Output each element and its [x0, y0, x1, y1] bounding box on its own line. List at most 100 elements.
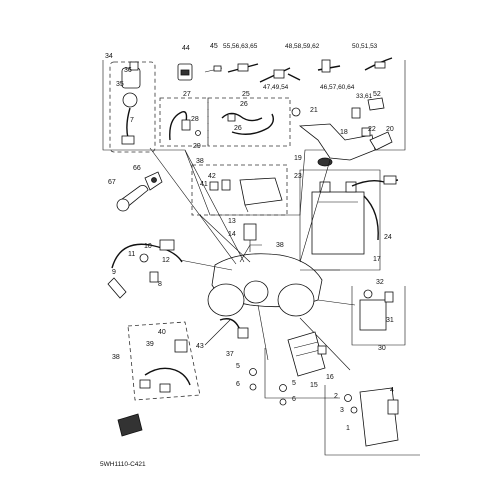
rectifier-frame	[351, 286, 406, 346]
key	[129, 61, 139, 71]
part-20	[369, 131, 393, 151]
callout-20: 20	[386, 126, 394, 133]
callout-6-right: 6	[292, 396, 296, 403]
guide-8	[257, 304, 269, 361]
atv-silhouette	[207, 244, 323, 317]
callout-17: 17	[373, 256, 381, 263]
callout-41: 41	[200, 181, 208, 188]
callout-24: 24	[384, 234, 392, 241]
callout-45: 45	[210, 43, 218, 50]
callout-33-61: 33,61	[356, 93, 373, 100]
guide-2	[184, 149, 245, 263]
cdi-frame	[264, 348, 340, 399]
battery-terminal-pos	[345, 181, 357, 193]
part-37-group	[219, 318, 249, 339]
sensor-body	[243, 223, 257, 241]
callout-6-left: 6	[236, 381, 240, 388]
band-55-head	[237, 63, 249, 72]
diagram-code: 5WH1110-C421	[100, 461, 146, 468]
callout-19: 19	[294, 155, 302, 162]
callout-13: 13	[228, 218, 236, 225]
cdi-group	[264, 331, 340, 399]
fwd-arrow-icon	[117, 413, 143, 437]
unit-38-lead	[244, 204, 249, 213]
sensor-13	[243, 223, 257, 252]
bolt-8	[149, 271, 159, 283]
battery-17	[311, 191, 365, 255]
callout-67: 67	[108, 179, 116, 186]
callout-52: 52	[373, 91, 381, 98]
callout-3: 3	[340, 407, 344, 414]
part-37	[237, 327, 249, 339]
callout-21: 21	[310, 107, 318, 114]
callout-42: 42	[208, 173, 216, 180]
lead-26a	[221, 112, 263, 122]
callout-30: 30	[378, 345, 386, 352]
callout-2: 2	[334, 393, 338, 400]
callout-26-upper: 26	[240, 101, 248, 108]
bolt-6a	[249, 383, 257, 391]
callout-46-57-60-64: 46,57,60,64	[320, 84, 355, 91]
bolt-29	[195, 130, 201, 136]
callout-48-58-59-62: 48,58,59,62	[285, 43, 320, 50]
callout-37: 37	[226, 351, 234, 358]
callout-66: 66	[133, 165, 141, 172]
part-33	[351, 107, 361, 119]
part-16	[317, 345, 327, 355]
callout-35: 35	[116, 81, 124, 88]
ecu-group	[191, 164, 288, 216]
box-27	[159, 97, 209, 147]
bracket-group	[291, 97, 393, 167]
coil-group	[159, 97, 291, 147]
connector-39	[139, 379, 151, 389]
module-1	[359, 387, 399, 447]
bolt-22	[361, 127, 371, 137]
callout-23: 23	[294, 173, 302, 180]
lead-28	[169, 111, 188, 141]
rectifier-31	[359, 299, 387, 331]
callout-28: 28	[191, 116, 199, 123]
switch-connector	[121, 135, 135, 145]
bolt-2	[344, 394, 352, 402]
callout-1: 1	[346, 425, 350, 432]
battery-terminal-neg	[319, 181, 331, 193]
callout-5-right: 5	[292, 380, 296, 387]
callout-36: 36	[124, 67, 132, 74]
part-12	[159, 239, 175, 251]
harness-wire	[144, 367, 191, 386]
bracket-18	[298, 123, 376, 161]
callout-18: 18	[340, 129, 348, 136]
box-38	[191, 164, 288, 216]
front-wheel-left	[207, 283, 245, 317]
fuse-holder-slot	[180, 69, 190, 76]
relay-52	[367, 97, 385, 111]
wire-harness	[111, 243, 183, 269]
callout-8: 8	[158, 281, 162, 288]
box-38-lower	[127, 321, 201, 401]
left-wire-group	[107, 239, 183, 299]
lead-37	[219, 318, 241, 331]
callout-38-middle: 38	[276, 242, 284, 249]
cap-28	[181, 119, 191, 131]
clamp-50-head	[374, 61, 386, 69]
callout-26-lower: 26	[234, 125, 242, 132]
guide-3	[199, 214, 251, 263]
box-25	[207, 97, 291, 147]
harness-group	[127, 321, 201, 401]
cdi-fin-1	[293, 341, 319, 349]
part-41	[209, 181, 219, 191]
callout-32: 32	[376, 279, 384, 286]
lead-26b	[231, 113, 275, 135]
callout-5-left: 5	[236, 363, 240, 370]
callout-25: 25	[242, 91, 250, 98]
unit-38	[239, 177, 283, 206]
callout-10: 10	[144, 243, 152, 250]
connector-4	[387, 399, 399, 415]
damper-19	[317, 157, 333, 167]
battery-group	[299, 169, 399, 271]
callout-43: 43	[196, 343, 204, 350]
callout-44: 44	[182, 45, 190, 52]
rear-wheel-right	[277, 283, 315, 317]
bolts-group	[249, 368, 287, 406]
clip-45-head	[213, 65, 222, 72]
